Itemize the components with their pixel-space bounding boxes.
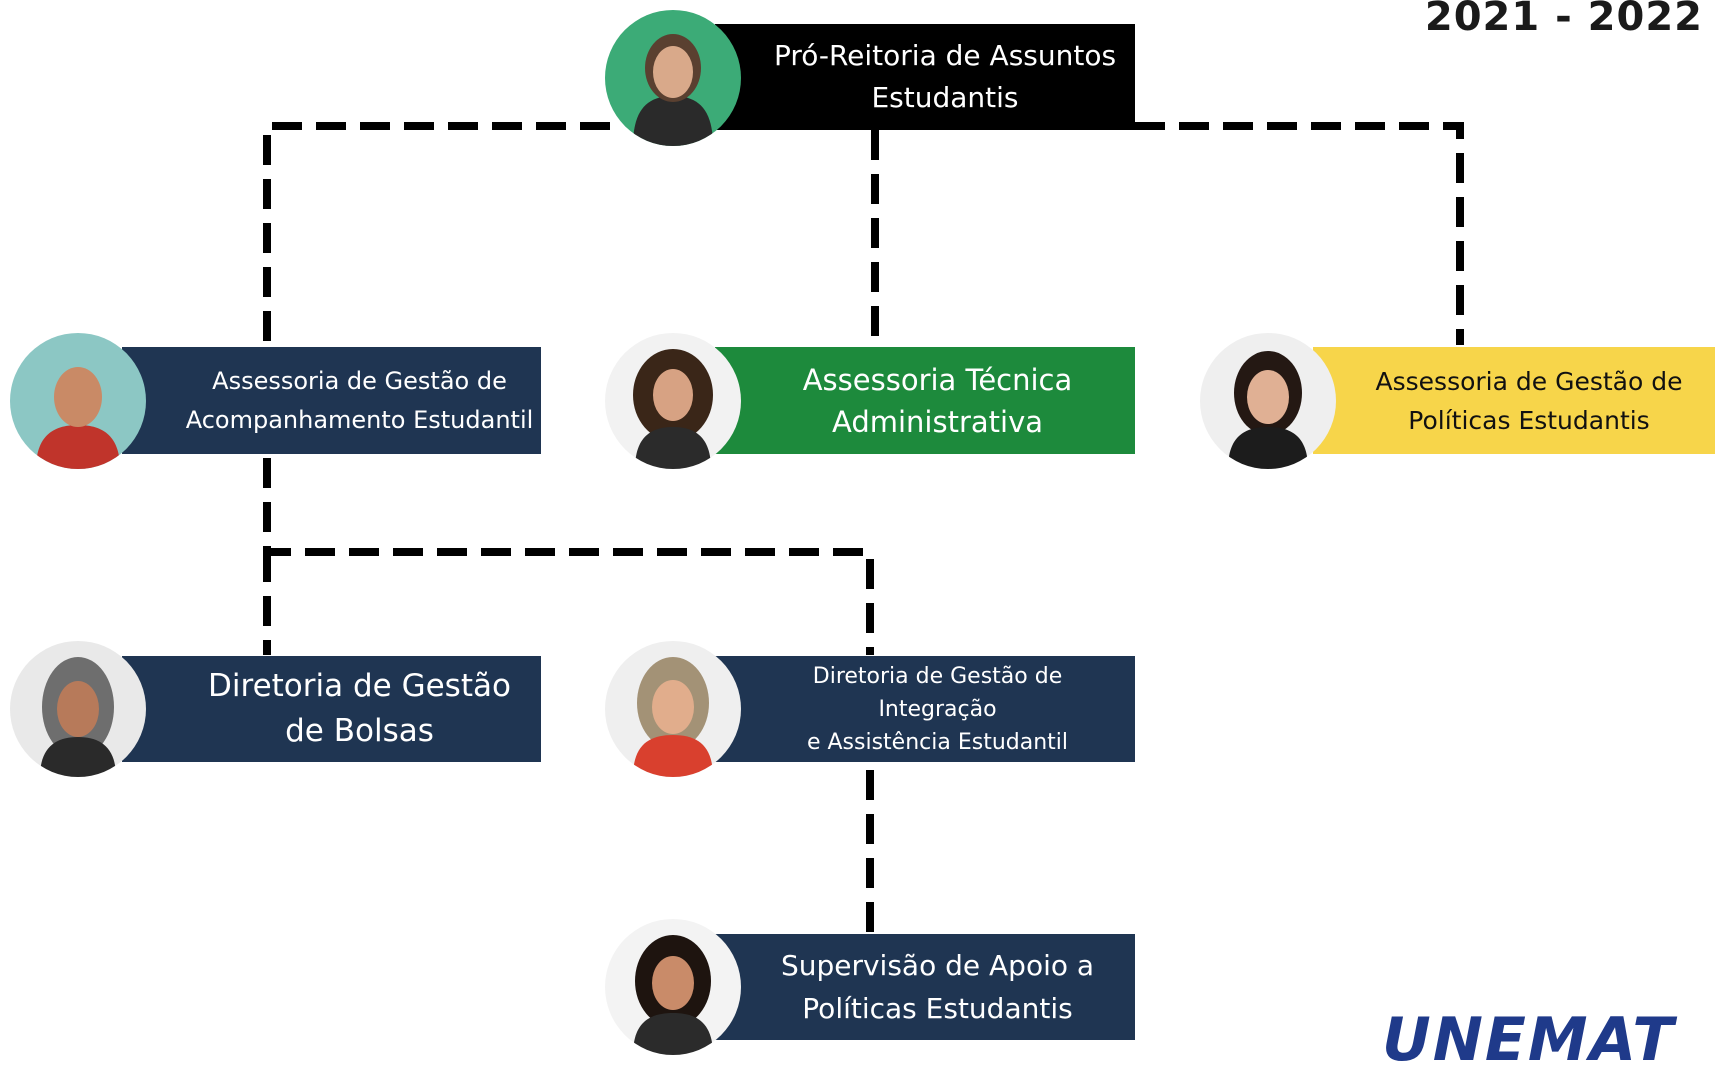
unemat-logo: UNEMAT xyxy=(1382,1005,1676,1075)
person-photo-icon xyxy=(605,919,741,1055)
node-pro-reitoria-line-2: Estudantis xyxy=(871,81,1019,114)
person-photo-icon xyxy=(1200,333,1336,469)
node-supervisao-box: Supervisão de Apoio a Políticas Estudant… xyxy=(715,934,1135,1040)
node-supervisao-line-2: Políticas Estudantis xyxy=(802,992,1073,1025)
person-photo-icon xyxy=(10,641,146,777)
node-bolsas-box: Diretoria de Gestão de Bolsas xyxy=(122,656,541,762)
node-acompanhamento-line-1: Assessoria de Gestão de xyxy=(212,366,507,395)
connector-root-horizontal xyxy=(263,122,610,345)
node-integracao-box: Diretoria de Gestão de Integração e Assi… xyxy=(715,656,1135,762)
node-tecnica-box: Assessoria Técnica Administrativa xyxy=(715,347,1135,454)
person-photo-icon xyxy=(605,10,741,146)
node-integracao-line-2: Integração xyxy=(878,696,997,722)
node-pro-reitoria-line-1: Pró-Reitoria de Assuntos xyxy=(773,39,1117,72)
node-tecnica-line-1: Assessoria Técnica xyxy=(802,362,1073,397)
connector-root-right xyxy=(1135,122,1464,345)
node-supervisao-line-1: Supervisão de Apoio a xyxy=(780,949,1095,982)
node-acompanhamento-box: Assessoria de Gestão de Acompanhamento E… xyxy=(122,347,541,454)
person-photo-icon xyxy=(10,333,146,469)
node-acompanhamento-line-2: Acompanhamento Estudantil xyxy=(185,405,534,434)
person-photo-icon xyxy=(605,641,741,777)
node-politicas-line-2: Políticas Estudantis xyxy=(1408,405,1650,435)
node-bolsas-line-2: de Bolsas xyxy=(285,713,434,749)
person-photo-icon xyxy=(605,333,741,469)
node-bolsas-line-1: Diretoria de Gestão xyxy=(208,668,511,704)
node-pro-reitoria-box: Pró-Reitoria de Assuntos Estudantis xyxy=(715,24,1135,130)
node-tecnica-line-2: Administrativa xyxy=(831,404,1043,439)
node-politicas-box: Assessoria de Gestão de Políticas Estuda… xyxy=(1313,347,1715,454)
connector-lines xyxy=(263,122,1464,933)
node-politicas-line-1: Assessoria de Gestão de xyxy=(1375,366,1683,396)
year-label: 2021 - 2022 xyxy=(1424,0,1703,40)
node-integracao-line-1: Diretoria de Gestão de xyxy=(812,663,1063,689)
node-integracao-line-3: e Assistência Estudantil xyxy=(806,729,1069,755)
connector-acomp-children xyxy=(263,458,874,655)
